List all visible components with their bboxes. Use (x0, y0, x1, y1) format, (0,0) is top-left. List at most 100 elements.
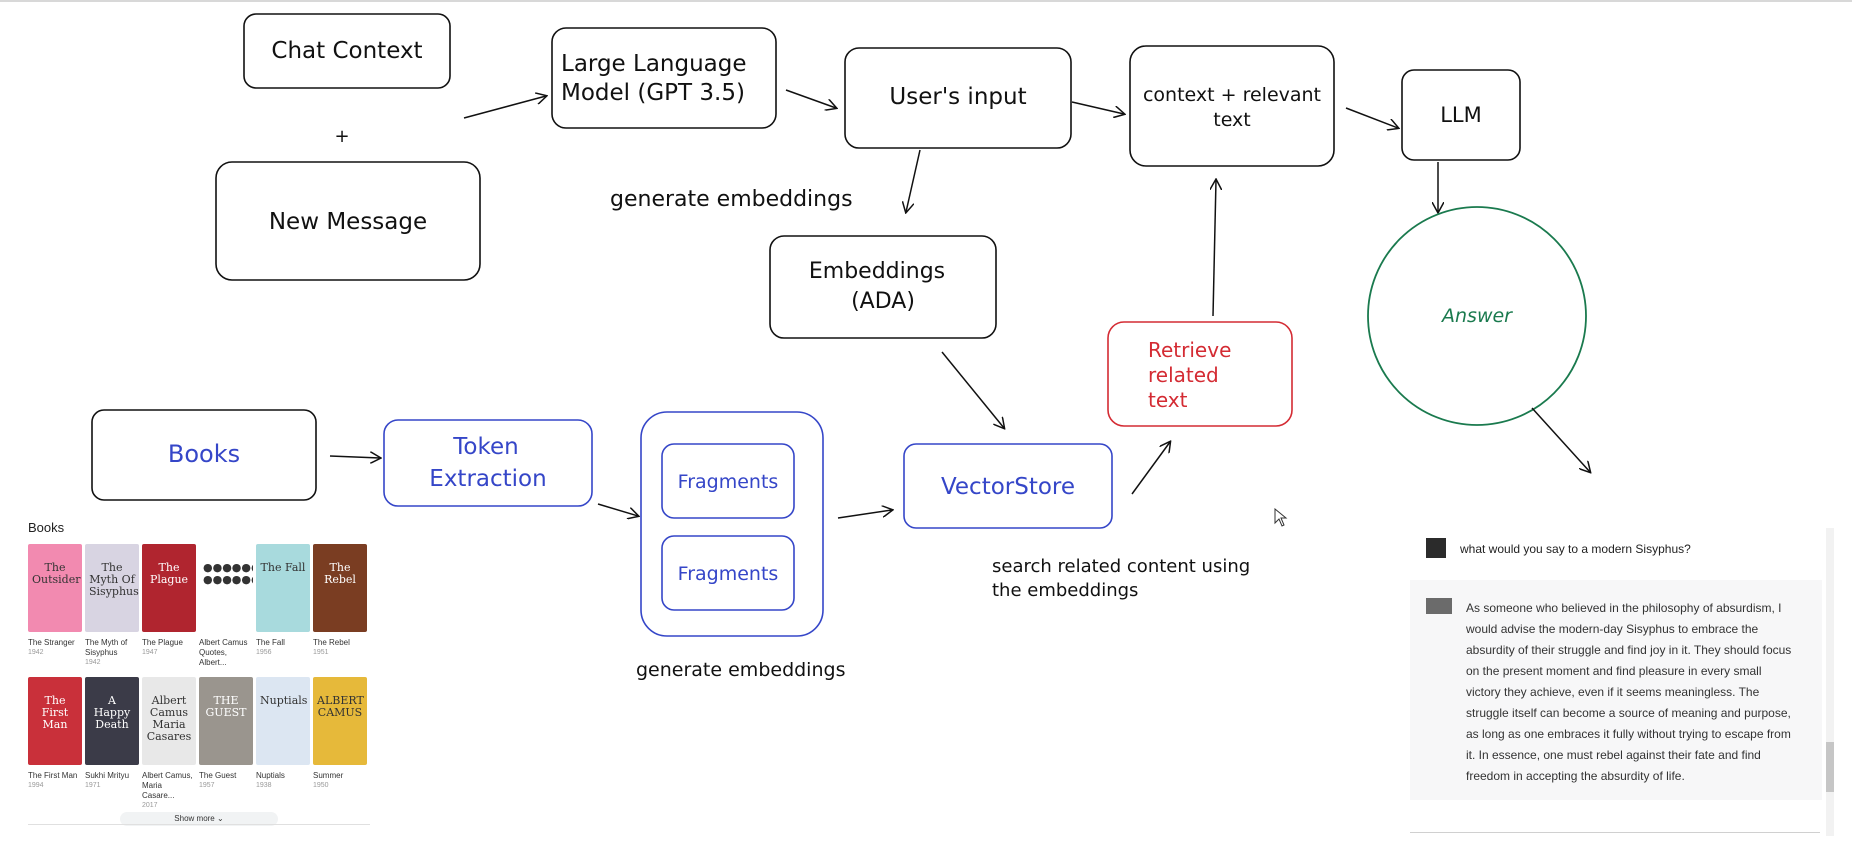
book-cover[interactable]: The Outsider (28, 544, 82, 632)
books-panel-divider (28, 824, 370, 825)
book-cover-text: The Outsider (32, 561, 81, 586)
book-title[interactable]: The Fall (256, 638, 285, 647)
book-cover[interactable]: The Plague (142, 544, 196, 632)
arrow-answer-to-chat (1531, 407, 1590, 472)
book-cover[interactable]: Nuptials (256, 677, 310, 765)
book-item[interactable]: THE GUEST The Guest 1957 (199, 677, 253, 790)
show-more-button[interactable]: Show more ⌄ (120, 812, 278, 826)
arrow-fragments-to-vectorstore (837, 510, 892, 519)
book-cover-text: THE GUEST (205, 694, 247, 719)
generate-embeddings-bottom: generate embeddings (636, 659, 845, 681)
answer-circle (1367, 206, 1587, 426)
arrow-books-to-token (329, 456, 380, 458)
fragments-label-2: Fragments (678, 563, 779, 585)
users-input-label: User's input (889, 84, 1026, 110)
arrow-token-to-fragments (597, 503, 638, 516)
llm-label: LLM (1440, 103, 1482, 127)
book-year: 1942 (85, 659, 101, 666)
show-more-label: Show more (174, 814, 215, 823)
gpt-label-line1: Large Language (561, 51, 747, 77)
chat-scrollbar[interactable] (1826, 528, 1834, 836)
book-year: 2017 (142, 802, 158, 809)
book-cover[interactable]: Albert Camus Maria Casares (142, 677, 196, 765)
book-cover[interactable]: The First Man (28, 677, 82, 765)
book-item[interactable]: ●●●●●● ●●●●●● Albert Camus Quotes, Albert… (199, 544, 253, 668)
book-title[interactable]: Nuptials (256, 771, 285, 780)
book-title[interactable]: The Myth of Sisyphus (85, 638, 128, 657)
book-title[interactable]: Sukhi Mrityu (85, 771, 130, 780)
book-cover[interactable]: ●●●●●● ●●●●●● (199, 544, 253, 632)
fragments-label-1: Fragments (678, 471, 779, 493)
book-cover-text: A Happy Death (93, 694, 131, 731)
book-title[interactable]: The First Man (28, 771, 78, 780)
chat-divider (1410, 832, 1820, 833)
book-cover[interactable]: ALBERT CAMUS (313, 677, 367, 765)
book-year: 1947 (142, 649, 158, 656)
book-cover-text: ALBERT CAMUS (317, 694, 364, 719)
retrieve-label-line3: text (1148, 388, 1188, 412)
book-title[interactable]: The Guest (199, 771, 237, 780)
generate-embeddings-top: generate embeddings (610, 187, 853, 212)
user-message-text: what would you say to a modern Sisyphus? (1460, 542, 1691, 556)
book-item[interactable]: ALBERT CAMUS Summer 1950 (313, 677, 367, 790)
book-cover-text: Nuptials (260, 694, 308, 707)
chat-scrollbar-thumb[interactable] (1826, 742, 1834, 792)
vectorstore-label: VectorStore (941, 474, 1075, 500)
book-title[interactable]: Albert Camus, Maria Casare... (142, 771, 193, 800)
book-year: 1938 (256, 782, 272, 789)
assistant-message-text: As someone who believed in the philosoph… (1466, 601, 1792, 783)
book-title[interactable]: The Rebel (313, 638, 350, 647)
book-year: 1951 (313, 649, 329, 656)
arrow-vectorstore-to-retrieve (1131, 442, 1170, 495)
vectorstore-box (903, 443, 1113, 529)
arrow-context-to-llm (1345, 107, 1398, 128)
arrow-retrieve-to-context (1213, 180, 1216, 317)
book-year: 1950 (313, 782, 329, 789)
gpt-label-line2: Model (GPT 3.5) (561, 80, 745, 106)
fragments-container (640, 411, 824, 637)
users-input-box (844, 47, 1072, 149)
chat-context-label: Chat Context (271, 38, 422, 64)
arrow-input-to-gpt (463, 96, 546, 119)
book-title[interactable]: The Stranger (28, 638, 75, 647)
book-cover[interactable]: THE GUEST (199, 677, 253, 765)
book-title[interactable]: Summer (313, 771, 344, 780)
user-avatar (1426, 538, 1446, 558)
book-title[interactable]: Albert Camus Quotes, Albert... (199, 638, 248, 667)
book-title[interactable]: The Plague (142, 638, 183, 647)
book-year: 1942 (28, 649, 44, 656)
token-label-line2: Extraction (429, 466, 546, 492)
assistant-avatar (1426, 598, 1452, 614)
context-box (1129, 45, 1335, 167)
plus-sign: + (334, 126, 349, 147)
top-border (0, 0, 1852, 2)
book-cover[interactable]: The Fall (256, 544, 310, 632)
retrieve-label-line1: Retrieve (1148, 338, 1231, 362)
book-cover-text: The Fall (260, 561, 306, 574)
book-year: 1971 (85, 782, 101, 789)
context-label-line2: text (1213, 109, 1251, 131)
context-label-line1: context + relevant (1143, 84, 1321, 106)
book-cover[interactable]: The Myth Of Sisyphus (85, 544, 139, 632)
book-cover-text: The Plague (149, 561, 189, 586)
books-panel-title: Books (28, 520, 65, 535)
retrieve-box (1107, 321, 1293, 427)
book-year: 1957 (199, 782, 215, 789)
book-cover[interactable]: A Happy Death (85, 677, 139, 765)
book-cover[interactable]: The Rebel (313, 544, 367, 632)
search-annotation-line1: search related content using (992, 556, 1250, 577)
books-box (91, 409, 317, 501)
arrow-input-to-context (1071, 101, 1124, 114)
book-year: 1994 (28, 782, 44, 789)
book-cover-text: The Rebel (324, 561, 356, 586)
